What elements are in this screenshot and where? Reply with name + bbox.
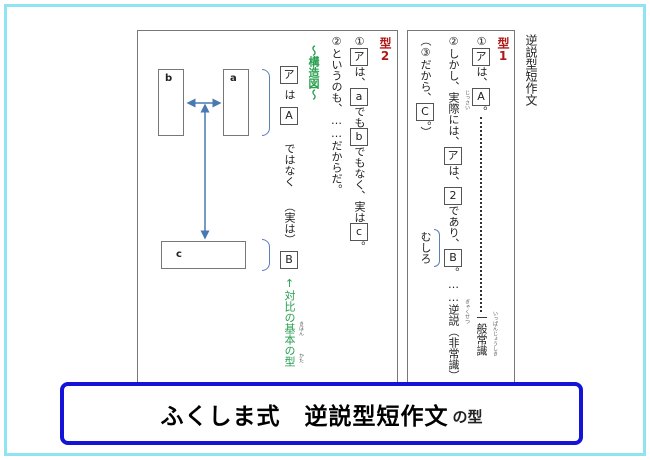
t1-s3-box-c: C [416, 103, 434, 121]
t1-sentence-2: ② しかし、実際には、 ア は、 2 であり、 B 。…… 逆説（非常識） [444, 35, 462, 381]
t1-s2-box-b: B [444, 249, 462, 267]
t1-s2-deari: であり、 [447, 205, 460, 249]
t2-s1-t4: 。 [353, 241, 366, 252]
t2-s2-num: ② [330, 35, 343, 48]
diagram-box-b: b [158, 69, 184, 136]
caption-ruby-kata: かた [298, 353, 304, 363]
t1-s2-wa: は、 [447, 165, 460, 187]
t1-s2-lead-ruby: じっさい [464, 90, 470, 110]
outer-frame [4, 4, 646, 456]
t2-s1-t3: でもなく、実は [353, 146, 366, 223]
t1-sentence-3: （ ③ だから、 C 。） [416, 35, 434, 138]
banner-title: ふくしま式 逆説型短作文 [160, 403, 449, 430]
t1-s1-wa: は、 [475, 66, 488, 88]
t1-s1-maru: 。 [475, 106, 488, 117]
caption-ruby-kihon: きほん [298, 321, 304, 336]
t2-sentence-1: ① ア は、 a でも b でもなく、実は c 。 [350, 35, 368, 252]
t1-s1-box-a: ア [472, 48, 490, 66]
t1-s3-dakara: だから、 [419, 59, 432, 103]
t2-s1-box-alpha: a [350, 88, 368, 106]
structure-box-a: ア [280, 66, 298, 84]
t2-s1-t1: は、 [353, 66, 366, 88]
brace-top [262, 69, 270, 136]
t1-s3-num: ③ [419, 46, 432, 59]
t1-s2-box-a: ア [444, 147, 462, 165]
t1-sentence-1: ① ア は、 A 。 一般常識 [472, 35, 490, 356]
vertical-title: 逆説型短作文 [524, 34, 538, 106]
t1-s2-note-ruby: ぎゃくせつ [464, 299, 470, 324]
structure-box-A: A [280, 107, 298, 125]
t2-s1-box-c: c [350, 223, 368, 241]
t2-s1-num: ① [353, 35, 366, 48]
brace-bottom [262, 239, 270, 271]
t2-s2-text: というのも、……だからだ。 [330, 48, 343, 195]
diagram-arrows [186, 98, 222, 240]
t1-s3-close: 。） [419, 121, 432, 138]
t2-s1-box-b: b [350, 128, 368, 146]
structure-box-B: B [280, 251, 298, 269]
t2-sentence-2: ② というのも、……だからだ。 [327, 35, 345, 195]
t1-s2-box-2: 2 [444, 187, 462, 205]
type1-label: 型1 [496, 37, 510, 63]
diagram-box-c: c [161, 241, 246, 269]
t1-s1-dotted-line [480, 117, 482, 312]
structure-wa: は [283, 89, 296, 100]
mushiro-label: むしろ [419, 231, 432, 264]
mushiro-brace [434, 229, 440, 267]
banner-subtitle: の型 [452, 408, 483, 426]
structure-caption: ↑対比の基本の型 [283, 277, 296, 367]
t2-s1-t2: でも [353, 106, 366, 128]
structure-dewanaku: ではなく [283, 143, 296, 187]
type1-panel: 型1 ① ア は、 A 。 一般常識 いっぱんじょうしき ② しかし、実際には、… [407, 30, 515, 382]
t1-s2-num: ② [447, 35, 460, 48]
type2-panel: 型2 ① ア は、 a でも b でもなく、実は c 。 ② というのも、……だ… [137, 30, 398, 382]
t1-s1-note: 一般常識 [475, 312, 488, 356]
diagram-box-a: a [223, 69, 249, 136]
t1-s1-box-b: A [472, 88, 490, 106]
t1-s2-note: 逆説（非常識） [447, 304, 460, 381]
t2-s1-box-a: ア [350, 48, 368, 66]
t1-s2-tail: 。…… [447, 267, 460, 304]
structure-jitsuwa: （実は） [283, 201, 296, 245]
t1-s1-note-ruby: いっぱんじょうしき [492, 311, 498, 356]
structure-title: ～構造図～ [307, 45, 320, 100]
t1-s1-num: ① [475, 35, 488, 48]
t1-s3-open: （ [419, 35, 432, 46]
title-banner: ふくしま式 逆説型短作文 の型 [60, 382, 583, 445]
t1-s2-lead: しかし、実際には、 [447, 48, 460, 147]
type2-label: 型2 [378, 37, 392, 63]
